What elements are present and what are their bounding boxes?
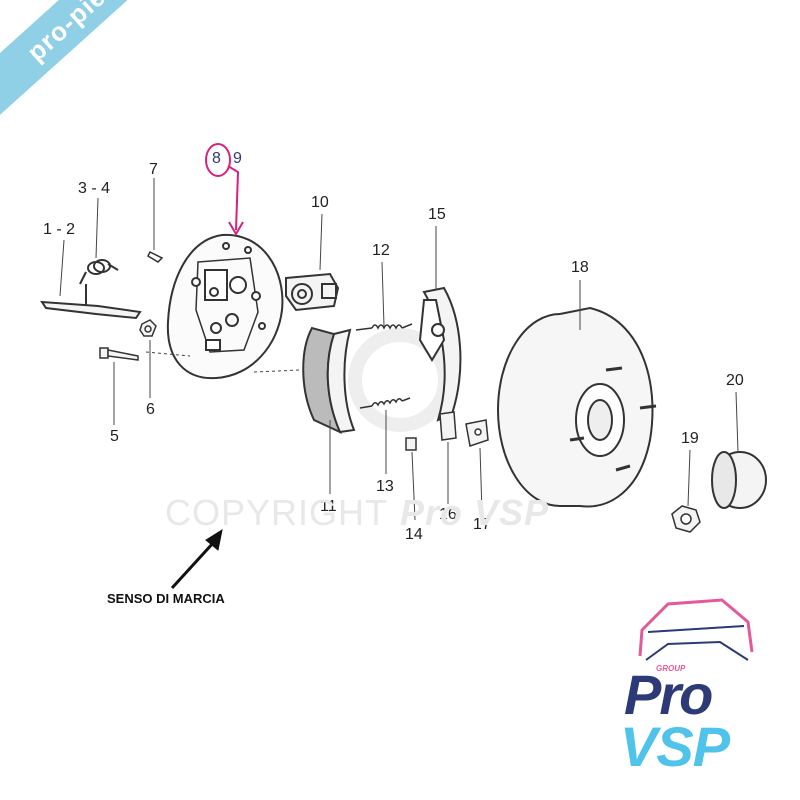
label-part-3-4: 3 - 4 xyxy=(78,180,111,197)
logo-group-text: GROUP xyxy=(656,664,686,673)
part-lower-spring xyxy=(359,397,411,409)
part-upper-spring xyxy=(355,323,413,331)
label-part-20: 20 xyxy=(726,372,744,389)
label-part-17: 17 xyxy=(473,516,491,533)
label-part-11: 11 xyxy=(320,498,337,515)
label-part-9: 9 xyxy=(233,150,242,167)
label-part-10: 10 xyxy=(311,194,329,211)
label-part-5: 5 xyxy=(110,428,119,445)
logo-vsp-text: VSP xyxy=(620,715,730,778)
highlight-marker xyxy=(205,143,244,236)
label-part-12: 12 xyxy=(372,242,390,259)
label-part-15: 15 xyxy=(428,206,446,223)
part-clip xyxy=(405,437,417,451)
part-backing-plate xyxy=(166,233,284,380)
part-brake-shoe-left xyxy=(302,326,356,435)
part-plate xyxy=(439,411,457,441)
part-lever xyxy=(40,284,142,320)
provsp-logo: GROUP Pro VSP xyxy=(610,590,780,780)
part-nut xyxy=(139,319,157,337)
copyright-text: COPYRIGHT xyxy=(165,492,389,533)
label-part-1-2: 1 - 2 xyxy=(43,221,76,238)
direction-arrow xyxy=(170,528,223,590)
logo-car-outline xyxy=(638,598,754,661)
part-washer xyxy=(465,419,489,447)
part-wheel-nut xyxy=(671,505,701,533)
part-dust-cap xyxy=(711,451,767,509)
label-part-8: 8 xyxy=(212,150,221,167)
logo-pro-text: Pro xyxy=(624,663,713,726)
label-part-14: 14 xyxy=(405,526,423,543)
part-brake-drum xyxy=(497,306,657,508)
label-part-19: 19 xyxy=(681,430,699,447)
label-part-7: 7 xyxy=(149,161,158,178)
copyright-watermark: COPYRIGHT Pro VSP xyxy=(165,492,549,534)
part-pin xyxy=(147,250,164,263)
leader-lines xyxy=(59,178,739,521)
label-part-13: 13 xyxy=(376,478,394,495)
part-bolt xyxy=(99,347,139,361)
part-spring-coil xyxy=(79,259,119,285)
direction-of-travel-label: SENSO DI MARCIA xyxy=(107,591,225,606)
label-part-16: 16 xyxy=(439,506,457,523)
watermark-brand: Pro VSP xyxy=(400,492,550,533)
label-part-6: 6 xyxy=(146,401,155,418)
label-part-18: 18 xyxy=(571,259,589,276)
part-wheel-cylinder xyxy=(285,272,340,312)
